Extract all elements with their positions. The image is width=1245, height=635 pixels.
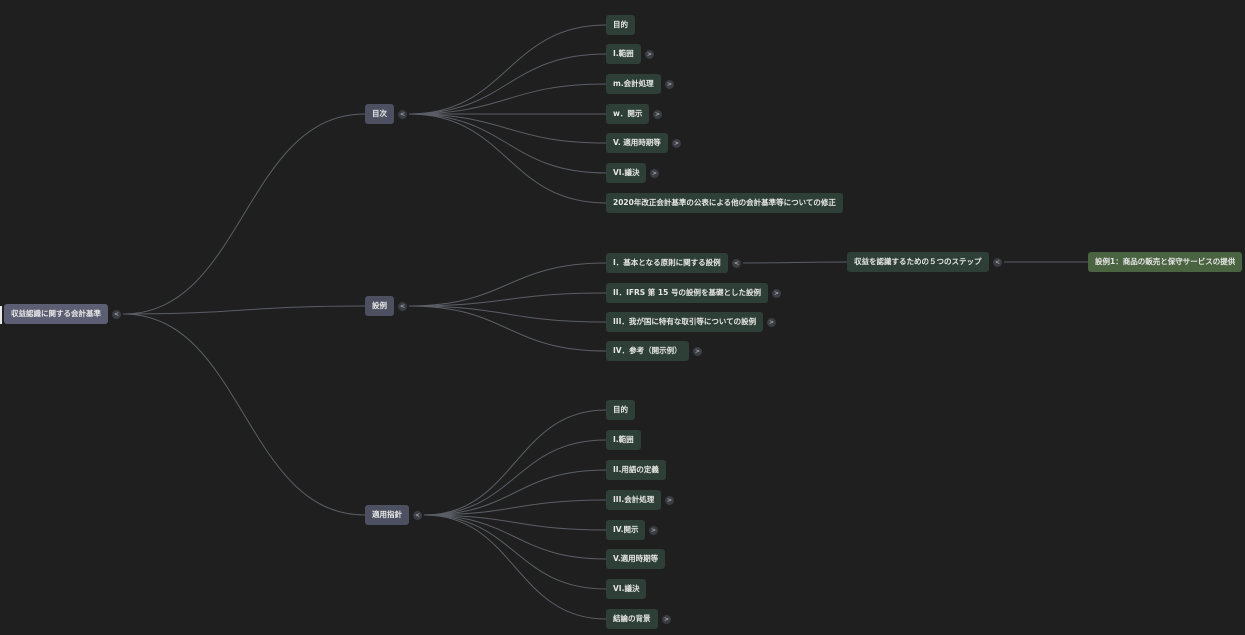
mindmap-node-r-1-2[interactable]: III．我が国に特有な取引等についての設例 [606,312,764,332]
connector-line [408,53,607,115]
expand-toggle-icon[interactable]: > [665,495,674,505]
connector-line [423,499,607,516]
connector-line [408,292,607,307]
collapse-toggle-icon[interactable]: < [993,257,1002,267]
mindmap-root-node[interactable]: 収益認識に関する会計基準 [4,304,108,324]
connector-line [408,113,607,204]
mindmap-node-r-2-2[interactable]: II.用語の定義 [606,460,666,480]
mindmap-node-r-1-1[interactable]: II．IFRS 第 15 号の設例を基礎とした設例 [606,283,768,303]
mindmap-node-r-2-7[interactable]: 結論の背景 [606,609,658,629]
connector-line [408,305,607,323]
mindmap-node-r-2-0[interactable]: 目的 [606,400,635,420]
collapse-toggle-icon[interactable]: < [112,309,121,319]
connector-line [423,514,607,590]
connector-line [423,409,607,516]
collapse-toggle-icon[interactable]: < [398,109,407,119]
connector-line [408,24,607,115]
connector-line [408,113,607,144]
connector-line [423,439,607,516]
mindmap-node-r-0-4[interactable]: V. 適用時期等 [606,133,668,153]
mindmap-node-r-1-0-0[interactable]: 収益を認識するための５つのステップ [847,252,989,272]
expand-toggle-icon[interactable]: > [693,346,702,356]
mindmap-node-r-1-0[interactable]: I．基本となる原則に関する設例 [606,253,728,273]
mindmap-node-r-0-2[interactable]: m.会計処理 [606,74,661,94]
expand-toggle-icon[interactable]: > [672,138,681,148]
expand-toggle-icon[interactable]: > [653,109,662,119]
expand-toggle-icon[interactable]: > [767,317,776,327]
mindmap-node-r-1-3[interactable]: IV．参考（開示例） [606,341,689,361]
mindmap-node-r-2[interactable]: 適用指針 [365,505,409,525]
expand-toggle-icon[interactable]: > [662,614,671,624]
expand-toggle-icon[interactable]: > [649,525,658,535]
expand-toggle-icon[interactable]: > [645,49,654,59]
collapse-toggle-icon[interactable]: < [398,301,407,311]
mindmap-node-r-0-3[interactable]: w．開示 [606,104,650,124]
connector-line [742,261,848,264]
mindmap-node-r-1[interactable]: 設例 [365,296,394,316]
focus-indicator [0,306,2,324]
mindmap-node-r-0-5[interactable]: VI.議決 [606,163,647,183]
mindmap-node-r-2-6[interactable]: VI.議決 [606,579,647,599]
connector-line [408,305,607,352]
connector-line [408,83,607,115]
expand-toggle-icon[interactable]: > [665,79,674,89]
connector-line [423,514,607,531]
connector-line [122,313,366,516]
mindmap-node-r-0-1[interactable]: I.範囲 [606,44,641,64]
expand-toggle-icon[interactable]: > [650,168,659,178]
connector-line [408,113,607,174]
mindmap-node-r-2-1[interactable]: I.範囲 [606,430,641,450]
mindmap-node-r-0[interactable]: 目次 [365,104,394,124]
connector-line [408,262,607,307]
expand-toggle-icon[interactable]: > [772,288,781,298]
collapse-toggle-icon[interactable]: < [413,510,422,520]
connector-line [122,305,366,315]
mindmap-node-r-2-4[interactable]: IV.開示 [606,520,646,540]
connector-line [423,514,607,560]
mindmap-node-r-2-5[interactable]: V.適用時期等 [606,549,666,569]
mindmap-node-r-0-6[interactable]: 2020年改正会計基準の公表による他の会計基準等についての修正 [606,193,843,213]
mindmap-node-r-2-3[interactable]: III.会計処理 [606,490,662,510]
connector-line [423,469,607,516]
mindmap-node-r-1-0-0-0[interactable]: 設例1：商品の販売と保守サービスの提供 [1088,252,1243,272]
collapse-toggle-icon[interactable]: < [732,258,741,268]
mindmap-node-r-0-0[interactable]: 目的 [606,15,635,35]
connector-line [423,514,607,620]
connector-line [122,113,366,315]
